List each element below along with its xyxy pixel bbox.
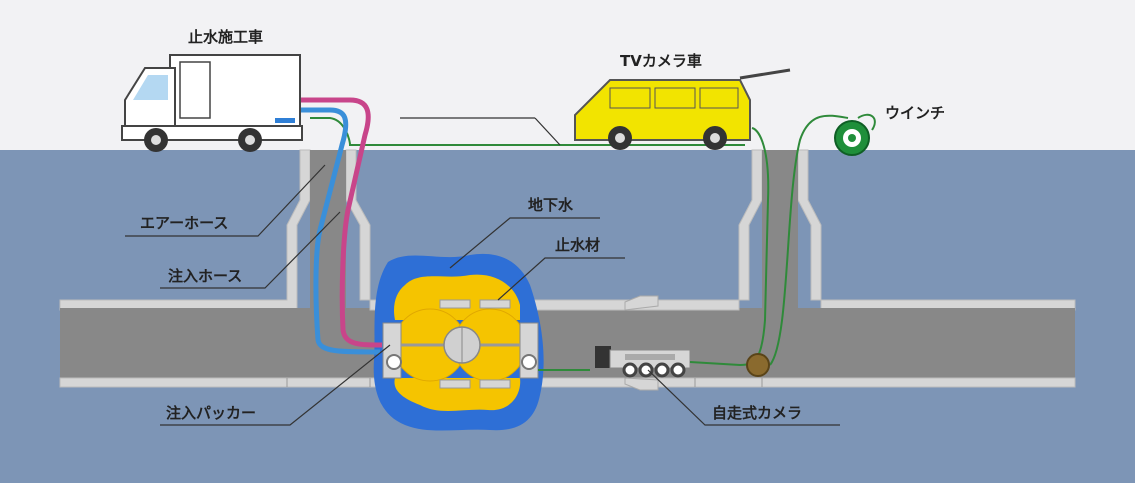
sealing-work-truck <box>121 54 303 152</box>
label-injection-packer: 注入パッカー <box>166 404 256 422</box>
label-groundwater: 地下水 <box>528 196 574 214</box>
label-winch: ウインチ <box>885 104 945 122</box>
sealant-area <box>393 274 527 411</box>
injection-packer <box>382 299 539 389</box>
label-sealant: 止水材 <box>555 236 600 254</box>
leader-lines <box>125 164 840 426</box>
label-self-propelled-camera: 自走式カメラ <box>712 404 802 422</box>
tv-camera-car <box>400 68 791 150</box>
self-propelled-camera <box>595 346 691 378</box>
sewer-pipe <box>59 295 1076 391</box>
label-sealing-work-truck: 止水施工車 <box>188 28 263 46</box>
label-injection-hose: 注入ホース <box>168 267 242 285</box>
label-air-hose: エアーホース <box>140 214 228 232</box>
injection-hose <box>300 97 383 348</box>
label-tv-camera-car: TVカメラ車 <box>620 52 702 70</box>
air-hose <box>300 107 381 355</box>
winch <box>834 113 876 156</box>
cable-pulley <box>746 353 770 377</box>
